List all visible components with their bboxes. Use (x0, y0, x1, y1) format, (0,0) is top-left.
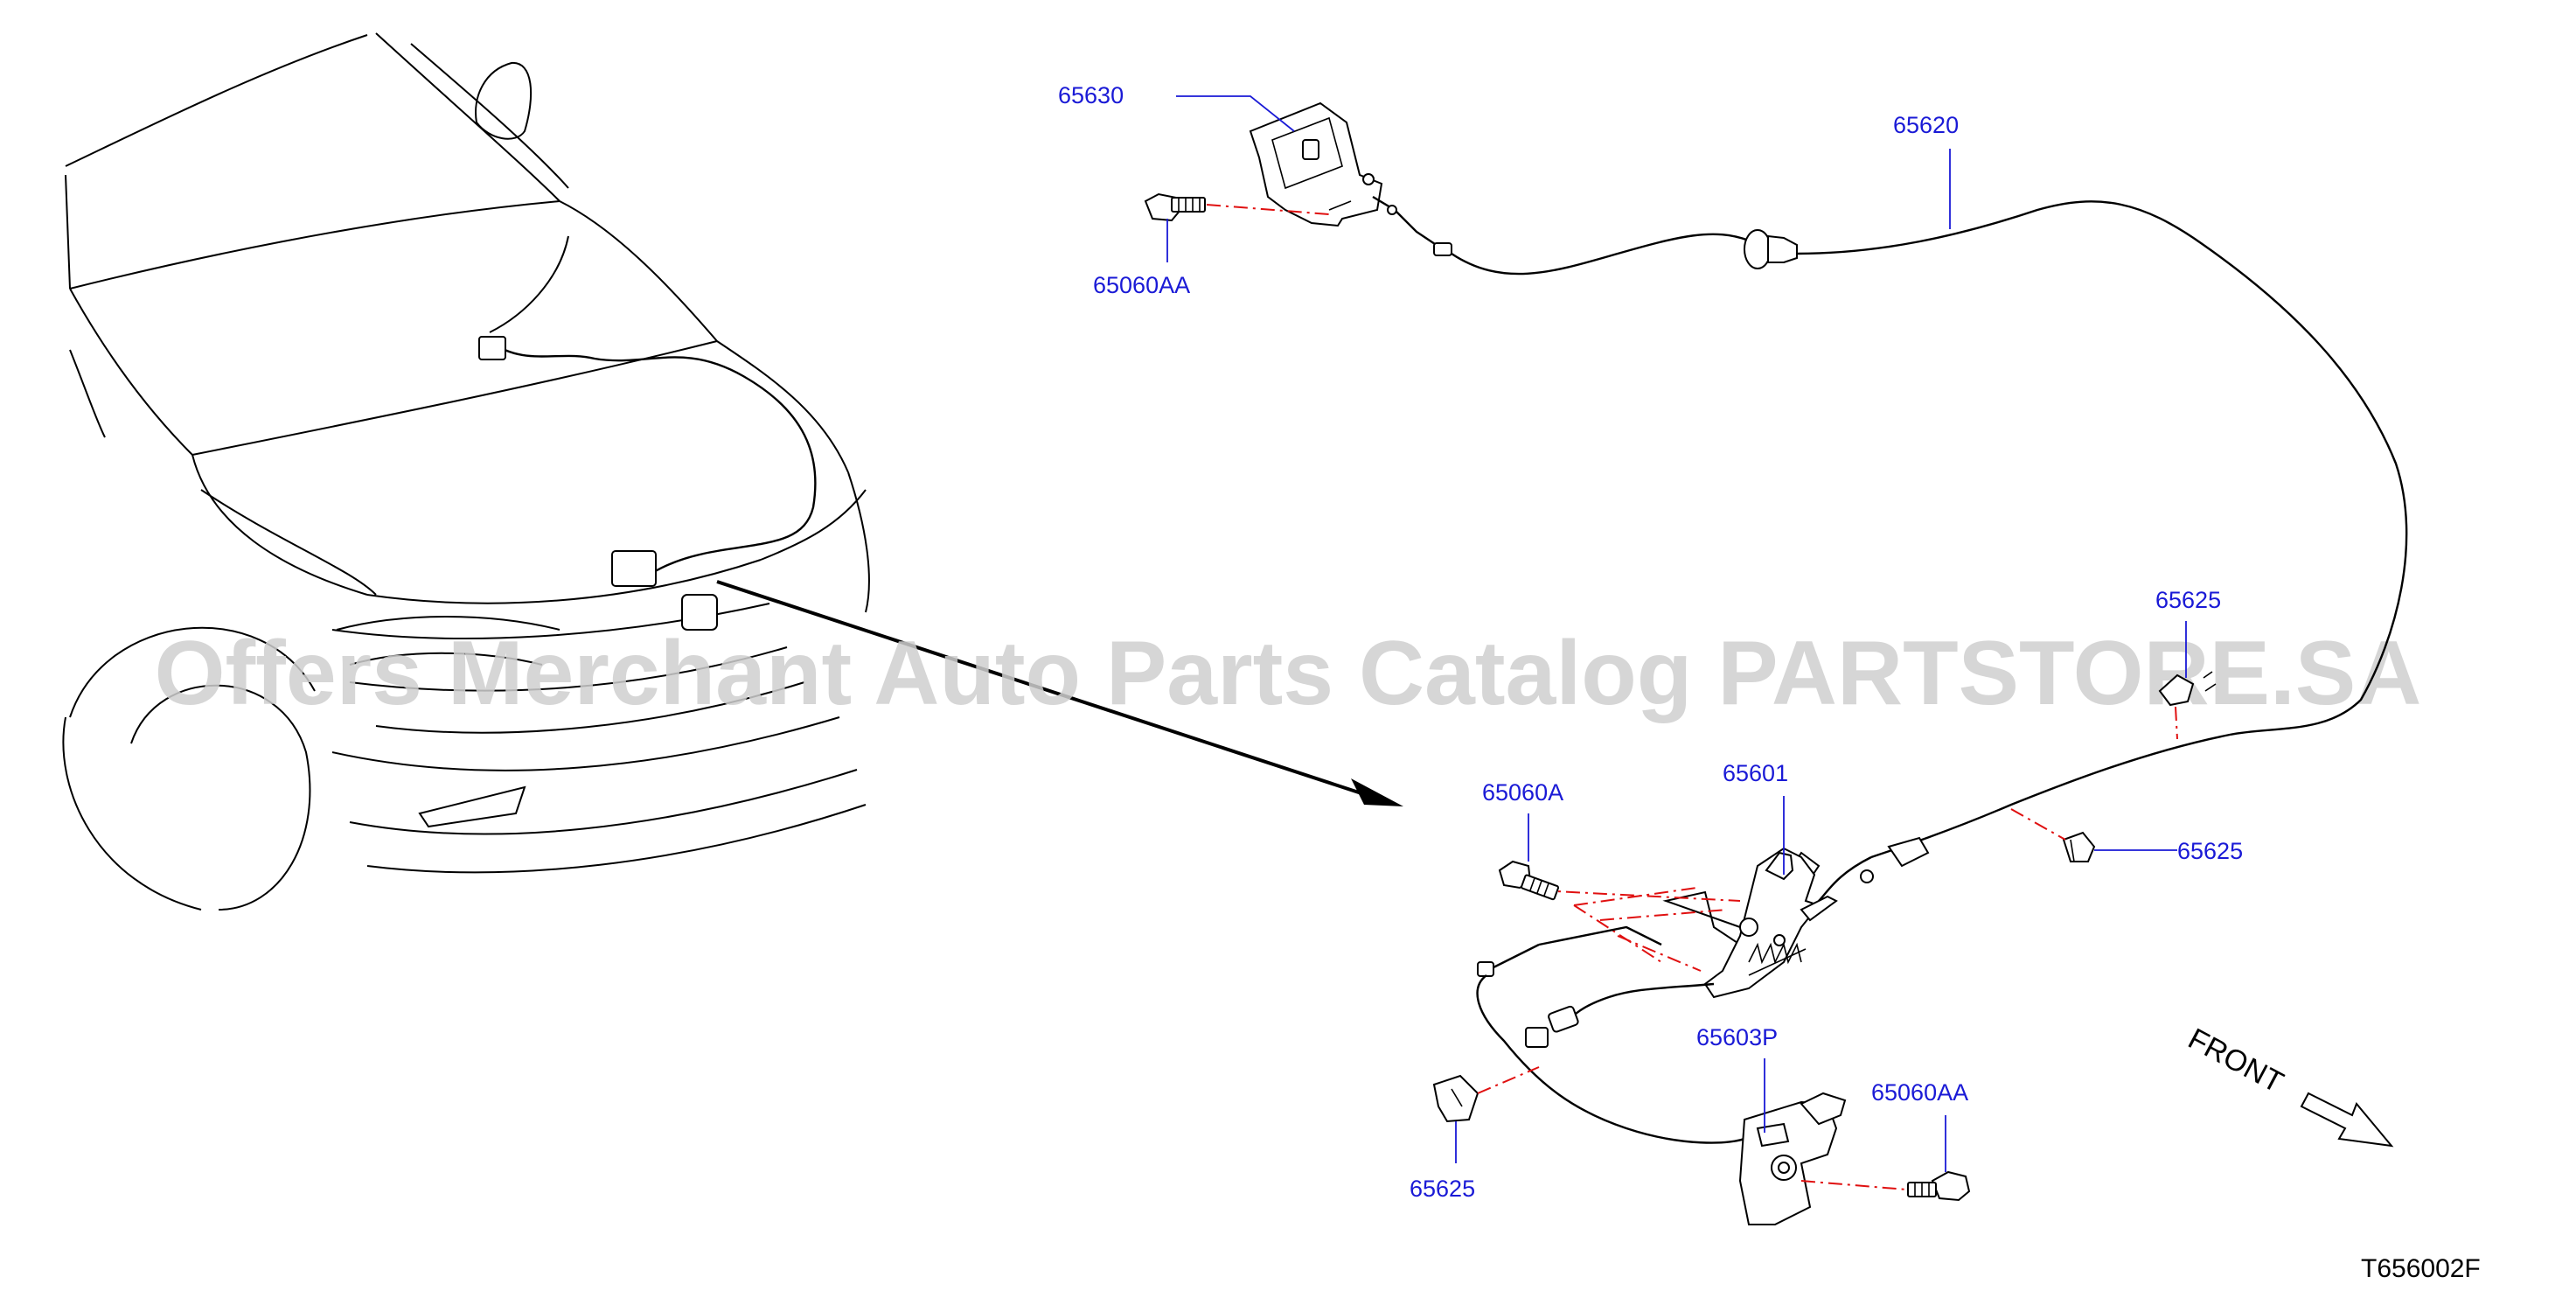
label-65060AA-bottom: 65060AA (1871, 1079, 1968, 1106)
part-labels: 65630 65620 65060AA 65625 65625 65060A 6… (1058, 82, 2243, 1202)
label-65625-right-lower: 65625 (2177, 838, 2243, 864)
cable-clip-right-part (2062, 831, 2096, 862)
diagram-reference-code: T656002F (2361, 1254, 2481, 1283)
latch-switch-harness-part (1477, 925, 1715, 1048)
watermark-text: Offers Merchant Auto Parts Catalog PARTS… (155, 623, 2422, 724)
label-65625-left: 65625 (1410, 1176, 1475, 1202)
bolt-bottom-dashline (1800, 1180, 1907, 1190)
cable-clip-upper-part (2158, 671, 2217, 707)
front-label: FRONT (2183, 1022, 2288, 1100)
clip-upper-dashline (2175, 706, 2178, 740)
label-65630: 65630 (1058, 82, 1124, 108)
hood-release-cable-part (1372, 195, 2408, 902)
label-65060AA-top: 65060AA (1093, 272, 1190, 298)
secondary-cable-part (1476, 974, 1750, 1144)
secondary-hood-latch-part (1738, 1092, 1847, 1225)
cable-clip-left-part (1432, 1074, 1479, 1123)
bolt-bottom-part (1907, 1170, 1971, 1202)
hood-release-lever-part (1249, 101, 1383, 227)
label-65060A: 65060A (1482, 779, 1563, 806)
front-arrow-icon (2300, 1092, 2394, 1148)
front-direction-indicator: FRONT (2183, 1022, 2394, 1148)
bolt-top-dashline (1206, 204, 1330, 215)
label-65601: 65601 (1723, 760, 1788, 786)
clip-right-dashline (2010, 808, 2066, 841)
leader-lines (1166, 95, 2187, 1172)
bolt-top-part (1144, 192, 1206, 222)
label-65620: 65620 (1893, 112, 1959, 138)
label-65603P: 65603P (1696, 1024, 1778, 1050)
latch-bolt-dashlines (1538, 887, 1741, 972)
bolt-latch-part (1498, 860, 1560, 901)
vehicle-front-illustration (62, 32, 870, 911)
clip-left-dashline (1477, 1066, 1540, 1094)
label-65625-right-upper: 65625 (2155, 587, 2221, 613)
hood-lock-assembly-part (1662, 847, 1838, 999)
detail-pointer-arrow (716, 580, 1403, 806)
